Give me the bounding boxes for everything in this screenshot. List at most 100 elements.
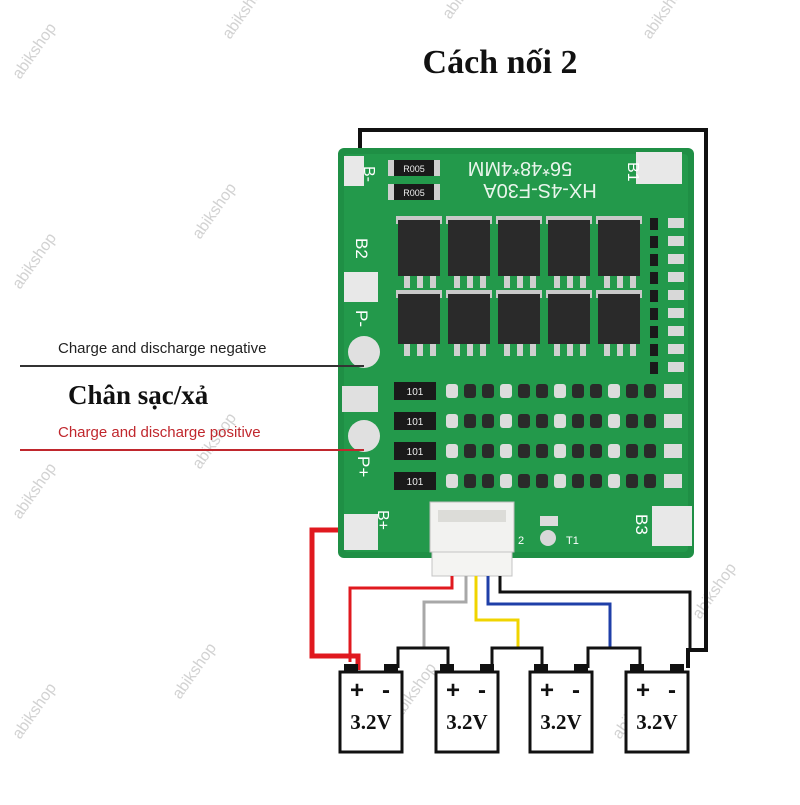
resistor-r005-1: R005 [388, 160, 440, 176]
smd-pad [668, 362, 684, 372]
pad-middle [342, 386, 378, 412]
battery-cell: +- [434, 664, 500, 754]
link-batt2-batt3 [490, 646, 544, 668]
battery-voltage: 3.2V [540, 710, 582, 734]
smd-component [650, 344, 658, 356]
balance-row: 101 [394, 412, 682, 430]
pad-b3-label: B3 [632, 514, 651, 535]
mosfet [596, 290, 642, 356]
resistor-r005-2: R005 [388, 184, 440, 200]
label-charge-discharge-negative: Charge and discharge negative [58, 340, 267, 357]
smd-component [650, 290, 658, 302]
mosfet [396, 290, 442, 356]
mosfet [446, 290, 492, 356]
svg-text:R005: R005 [403, 164, 425, 174]
smd-pad [668, 290, 684, 300]
battery-plus-sign: + [636, 677, 650, 704]
link-batt1-batt2 [396, 646, 450, 668]
watermark-text: abikshop [689, 560, 740, 622]
battery-minus-sign: - [668, 677, 676, 704]
wire-red-balance [348, 576, 454, 662]
smd-component [650, 254, 658, 266]
smd-pad [668, 344, 684, 354]
watermark-text: abikshop [639, 0, 690, 42]
balance-row: 101 [394, 382, 682, 400]
connector-pin2-label: 2 [518, 535, 524, 547]
wire-yellow-balance [474, 576, 520, 648]
pad-b-plus [344, 514, 378, 550]
mosfet [596, 216, 642, 288]
smd-pad [668, 308, 684, 318]
watermark-text: abikshop [9, 20, 60, 82]
battery-minus-sign: - [478, 677, 486, 704]
pad-b2-label: B2 [352, 238, 371, 259]
battery-plus-sign: + [350, 677, 364, 704]
battery-minus-sign: - [382, 677, 390, 704]
diagram-title: Cách nối 2 [422, 44, 578, 81]
battery-cell: +- [338, 664, 404, 754]
mosfet [446, 216, 492, 288]
battery-plus-sign: + [446, 677, 460, 704]
wire-red-main [309, 527, 361, 670]
right-components [650, 218, 684, 374]
resistor-code: 101 [407, 447, 424, 458]
resistor-code: 101 [407, 417, 424, 428]
smd-pad [668, 272, 684, 282]
battery-voltage: 3.2V [350, 710, 392, 734]
watermark-text: abikshop [439, 0, 490, 22]
mosfet [546, 216, 592, 288]
pad-p-minus-label: P- [352, 310, 371, 327]
wire-b-minus [358, 128, 708, 668]
battery-plus-sign: + [540, 677, 554, 704]
wire-black-balance [498, 576, 692, 650]
mosfet [496, 216, 542, 288]
label-terminal-vn: Chân sạc/xả [68, 380, 209, 410]
mosfet [546, 290, 592, 356]
smd-pad [668, 218, 684, 228]
smd-component [650, 326, 658, 338]
battery-voltage: 3.2V [446, 710, 488, 734]
balance-row: 101 [394, 442, 682, 460]
smd-component [650, 236, 658, 248]
balance-rows: 101 101 101 101 [394, 382, 682, 490]
board-part-line2: HX-4S-F30A [483, 179, 597, 201]
watermark-text: abikshop [169, 640, 220, 702]
smd-component [650, 308, 658, 320]
svg-text:R005: R005 [403, 188, 425, 198]
watermark-text: abikshop [189, 410, 240, 472]
pad-b1 [636, 152, 682, 184]
watermark-text: abikshop [9, 460, 60, 522]
pad-b1-label: B1 [624, 162, 641, 182]
wire-gray-balance [422, 576, 468, 648]
mosfet [496, 290, 542, 356]
pad-t1-label: T1 [566, 535, 579, 547]
mosfet-row-top [396, 216, 642, 288]
resistor-code: 101 [407, 477, 424, 488]
bms-board: 56*48*4MM HX-4S-F30A R005 R005 B- B1 B2 … [338, 148, 694, 577]
watermark-text: abikshop [9, 230, 60, 292]
pad-p-plus-label: P+ [354, 456, 373, 477]
pad-p-plus [348, 420, 380, 452]
pad-p-minus [348, 336, 380, 368]
smd-pad [668, 254, 684, 264]
balance-connector [429, 501, 515, 577]
smd-component [650, 362, 658, 374]
wire-blue-balance [486, 576, 612, 648]
pad-b-minus-label: B- [360, 166, 377, 182]
battery-cell: +- [528, 664, 594, 754]
pad-b2 [344, 272, 378, 302]
smd-component [650, 218, 658, 230]
battery-cell: +- [624, 664, 690, 754]
watermark-text: abikshop [219, 0, 270, 42]
watermark-text: abikshop [189, 180, 240, 242]
watermark-text: abikshop [9, 680, 60, 742]
battery-voltage: 3.2V [636, 710, 678, 734]
label-charge-discharge-positive: Charge and discharge positive [58, 424, 261, 441]
smd-pad [668, 236, 684, 246]
mosfet [396, 216, 442, 288]
battery-minus-sign: - [572, 677, 580, 704]
smd-pad [668, 326, 684, 336]
pad-t1 [540, 530, 556, 546]
